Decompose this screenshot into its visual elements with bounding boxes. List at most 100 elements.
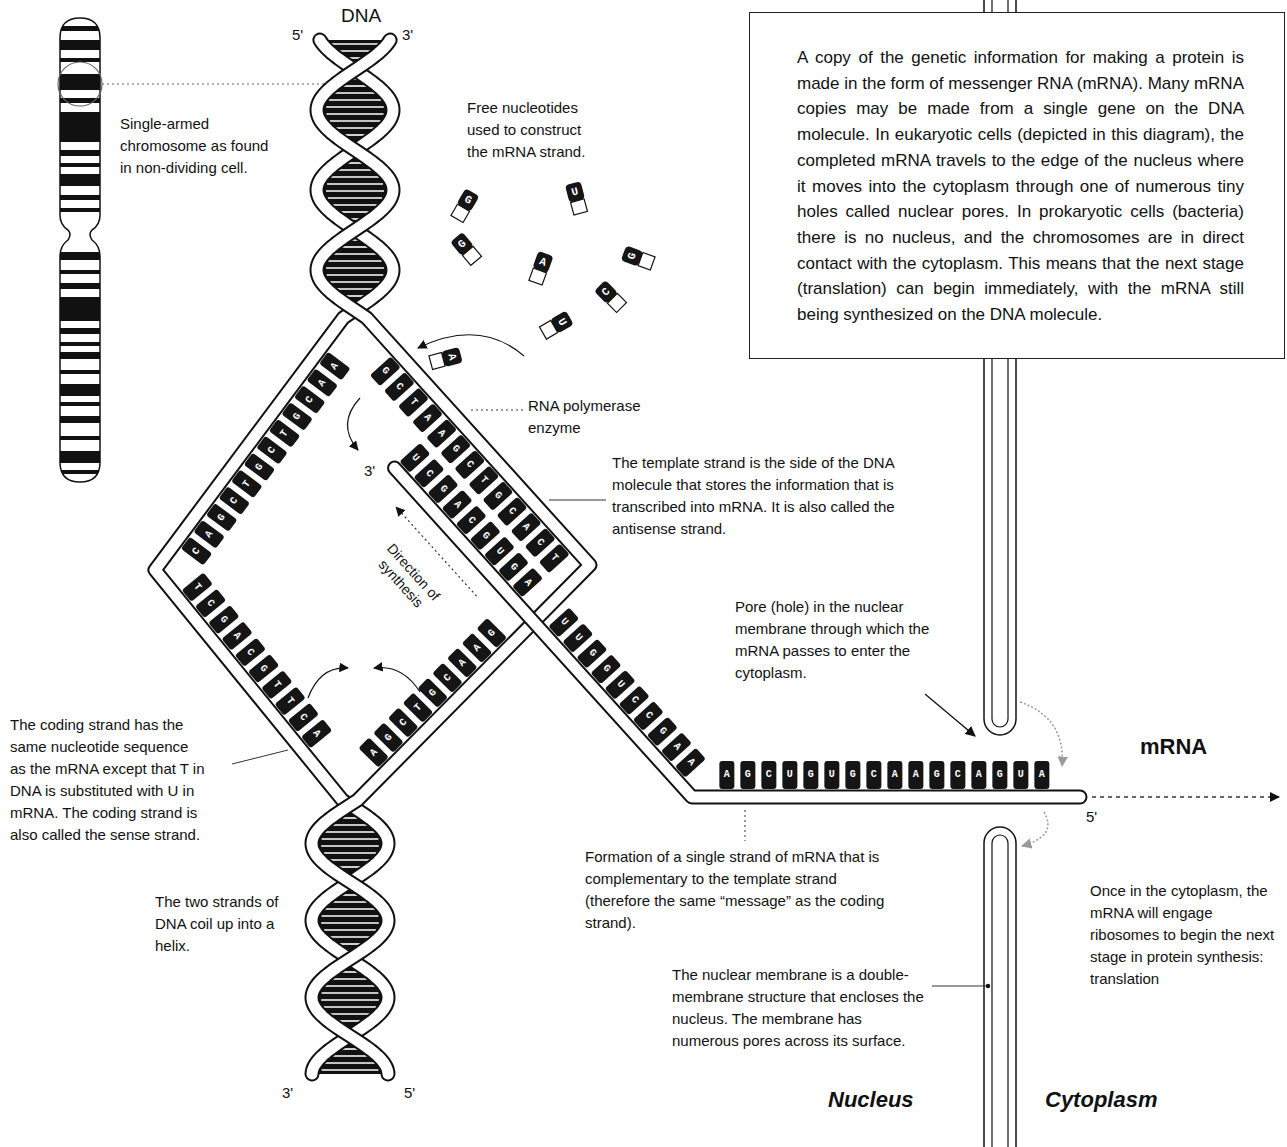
leader-line: [468, 409, 523, 410]
annotation: Pore (hole) in the nuclear membrane thro…: [735, 596, 960, 684]
base-pair: [332, 43, 379, 45]
zoom-circle: [58, 62, 102, 106]
base-pair: [339, 211, 370, 213]
free-nucleotide: [528, 251, 554, 286]
leader-dot: [986, 984, 990, 988]
rejoin-arrow: [374, 668, 420, 693]
annotation: Formation of a single strand of mRNA tha…: [585, 846, 885, 934]
leader-line: [932, 986, 988, 987]
band: [58, 112, 102, 142]
mrna-title: mRNA: [1140, 733, 1207, 761]
band: [58, 328, 102, 334]
band: [58, 74, 102, 90]
annotation: Once in the cytoplasm, the mRNA will eng…: [1090, 880, 1280, 990]
molecule-title: DNA: [341, 4, 381, 28]
annotation: The two strands of DNA coil up into a he…: [155, 891, 295, 957]
coding-strand-outline: [155, 40, 393, 1074]
band: [58, 283, 102, 289]
rejoin-arrow: [308, 668, 348, 698]
base-pair: [325, 908, 375, 910]
base-pair: [329, 859, 370, 861]
base-pair: [331, 1055, 368, 1057]
band: [58, 416, 102, 423]
strand-end: 3': [402, 24, 413, 46]
membrane-outer: [984, 827, 1016, 1147]
base-pair: [338, 50, 372, 52]
base-pair: [328, 260, 381, 262]
base-pair: [326, 190, 384, 192]
text-panel: A copy of the genetic information for ma…: [749, 12, 1285, 359]
base-pair: [330, 281, 380, 283]
band: [58, 208, 102, 212]
base-pair: [322, 1069, 379, 1071]
annotation: The template strand is the side of the D…: [612, 452, 897, 540]
free-nucleotide: [594, 280, 627, 313]
base-letters: AGCUGUGCAAGCAGUA: [724, 769, 1060, 781]
region-title: Cytoplasm: [1045, 1086, 1157, 1114]
free-nucleotide: [450, 188, 479, 223]
base-letters: CAGCTGCTGCAA: [190, 348, 350, 557]
base-shape: [565, 181, 585, 203]
base-pair: [331, 824, 368, 826]
base-shape: [450, 232, 474, 256]
direction-label: Direction of synthesis: [361, 530, 453, 627]
base-pair: [332, 204, 377, 206]
pore-flow-arrow: [1022, 812, 1048, 846]
base-pair: [327, 274, 384, 276]
base-pair: [331, 176, 379, 178]
base-shape: [594, 280, 618, 304]
base-pair: [325, 1062, 375, 1064]
base-pair: [322, 992, 379, 994]
base-shape: [457, 188, 480, 212]
base-pair: [326, 267, 384, 269]
base-pair: [325, 985, 375, 987]
band: [58, 402, 102, 406]
chromosome: [58, 18, 325, 482]
base-shape: [621, 245, 643, 266]
band: [58, 384, 102, 396]
chromosome-bands: [58, 26, 102, 474]
base-pair: [322, 915, 379, 917]
base-pair: [327, 183, 383, 185]
coding-strand: [155, 40, 393, 1074]
base-pair: [321, 922, 379, 924]
membrane-inner: [992, 835, 1008, 1147]
band: [58, 252, 102, 260]
base-pair: [329, 936, 370, 938]
zoom-leader: [102, 83, 325, 84]
base-pair: [331, 901, 368, 903]
template-strand-outline: [312, 40, 590, 1074]
band: [58, 436, 102, 440]
base-pair: [321, 999, 379, 1001]
base-pair: [336, 288, 374, 290]
band: [58, 451, 102, 463]
band: [58, 470, 102, 474]
annotation: The coding strand has the same nucleotid…: [10, 714, 205, 846]
band: [58, 195, 102, 200]
strand-end: 5': [1086, 806, 1097, 828]
base-shape: [532, 251, 553, 273]
band: [58, 270, 102, 274]
strand-end: 3': [282, 1082, 293, 1104]
base-pair: [340, 246, 369, 248]
annotation: RNA polymerase enzyme: [528, 395, 673, 439]
band: [58, 163, 102, 167]
pore-flow-arrow: [1020, 702, 1062, 766]
base-pair: [325, 831, 375, 833]
leader-line: [549, 500, 606, 501]
template-strand: [312, 40, 590, 1074]
base-pair: [331, 978, 368, 980]
free-nucleotide: [621, 245, 656, 271]
strand-end: 5': [404, 1082, 415, 1104]
base-pair: [324, 1006, 376, 1008]
base-shape: [550, 311, 574, 334]
base-shape: [441, 347, 463, 367]
base-pair: [329, 99, 381, 101]
base-pair: [335, 127, 375, 129]
panel-text: A copy of the genetic information for ma…: [797, 45, 1244, 328]
free-nucleotide: [565, 181, 588, 215]
base-letters: TCGACGTTCA: [191, 581, 333, 751]
base-pair: [321, 845, 379, 847]
base-pair: [326, 113, 383, 115]
